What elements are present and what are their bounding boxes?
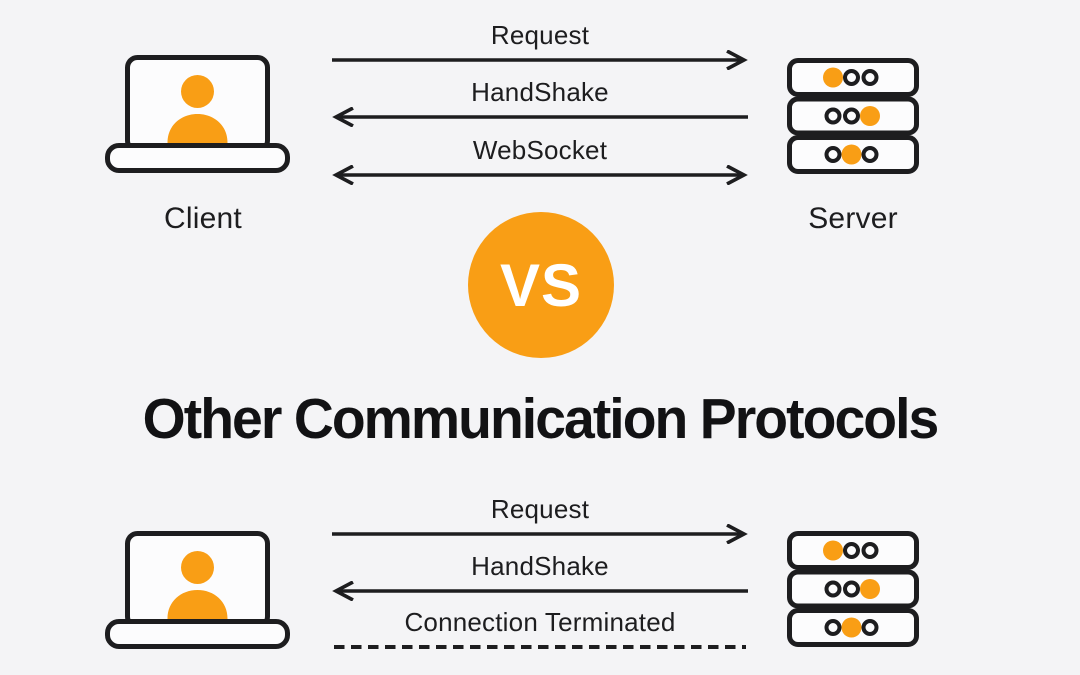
section-title: Other Communication Protocols bbox=[142, 387, 940, 451]
left-arrow-icon bbox=[332, 107, 748, 127]
arrow-label: HandShake bbox=[471, 77, 609, 107]
server-stack-icon bbox=[787, 531, 919, 647]
vs-badge-label: VS bbox=[499, 251, 583, 319]
arrow-websocket: WebSocket bbox=[332, 135, 748, 185]
arrow-request: Request bbox=[332, 20, 748, 70]
double-arrow-icon bbox=[332, 165, 748, 185]
arrow-handshake: HandShake bbox=[332, 551, 748, 601]
arrow-label: WebSocket bbox=[472, 135, 608, 165]
vs-badge: VS bbox=[468, 212, 614, 358]
server-stack-icon bbox=[787, 58, 919, 174]
dashed-line-icon bbox=[334, 645, 746, 649]
laptop-user-icon bbox=[105, 55, 290, 173]
client-label: Client bbox=[164, 202, 242, 235]
arrow-handshake: HandShake bbox=[332, 77, 748, 127]
laptop-user-icon bbox=[105, 531, 290, 649]
left-arrow-icon bbox=[332, 581, 748, 601]
arrow-label: HandShake bbox=[471, 551, 609, 581]
arrow-label: Request bbox=[490, 494, 590, 524]
arrow-connection-terminated: Connection Terminated bbox=[332, 607, 748, 657]
right-arrow-icon bbox=[332, 50, 748, 70]
right-arrow-icon bbox=[332, 524, 748, 544]
arrow-request: Request bbox=[332, 494, 748, 544]
server-label: Server bbox=[808, 202, 898, 235]
arrow-label: Connection Terminated bbox=[404, 607, 676, 637]
arrow-label: Request bbox=[490, 20, 590, 50]
